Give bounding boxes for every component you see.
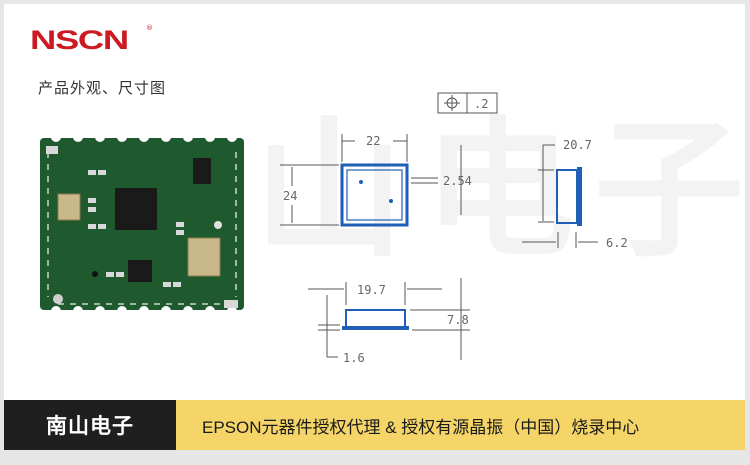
- page-canvas: 山电子 NSCN ® 产品外观、尺寸图: [4, 4, 745, 450]
- pin-pitch-label: 2.54: [443, 174, 472, 188]
- base-thickness-label: 1.6: [343, 351, 365, 365]
- footer-brand: 南山电子: [46, 414, 134, 438]
- top-view: [280, 134, 462, 227]
- side-thickness-label: 6.2: [606, 236, 628, 250]
- brand-logo: NSCN: [30, 25, 129, 55]
- front-view: [308, 278, 470, 360]
- position-tolerance-frame: [437, 92, 498, 114]
- product-photo: [40, 132, 244, 314]
- registered-mark: ®: [146, 24, 153, 32]
- side-length-label: 20.7: [563, 138, 592, 152]
- dimension-drawing: .2 22 24 2.54: [280, 92, 628, 365]
- top-height-label: 24: [283, 189, 297, 203]
- side-view: [522, 144, 598, 248]
- front-height-label: 7.8: [447, 313, 469, 327]
- section-title: 产品外观、尺寸图: [38, 79, 167, 97]
- footer-tagline: EPSON元器件授权代理 & 授权有源晶振（中国）烧录中心: [202, 417, 640, 437]
- footer-brand-block: 南山电子: [4, 400, 176, 450]
- footer-tagline-block: EPSON元器件授权代理 & 授权有源晶振（中国）烧录中心: [176, 400, 745, 450]
- front-width-label: 19.7: [357, 283, 386, 297]
- position-tolerance-value: .2: [474, 97, 488, 111]
- top-width-label: 22: [366, 134, 380, 148]
